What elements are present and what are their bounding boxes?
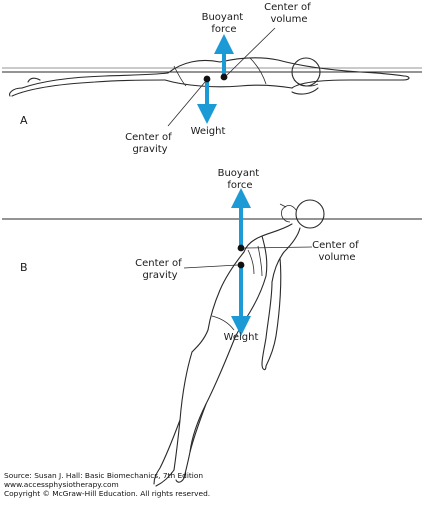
center-of-volume-point-b xyxy=(237,244,245,252)
center-of-volume-label-a: Center of volume xyxy=(264,2,314,25)
buoyant-force-label-a: Buoyant force xyxy=(202,12,247,35)
panel-letter-b: B xyxy=(20,261,28,274)
center-of-volume-label-b: Center of volume xyxy=(312,240,362,263)
copyright-notice: Copyright © McGraw-Hill Education. All r… xyxy=(4,489,211,498)
center-of-volume-point-a xyxy=(220,73,228,81)
weight-label-b: Weight xyxy=(224,332,259,343)
panel-b: Buoyant force Center of volume Center of… xyxy=(2,168,422,487)
website-credit[interactable]: www.accessphysiotherapy.com xyxy=(4,480,119,489)
buoyant-force-label-b: Buoyant force xyxy=(218,168,263,191)
center-of-gravity-label-a: Center of gravity xyxy=(125,132,175,155)
source-credit: Source: Susan J. Hall: Basic Biomechanic… xyxy=(4,471,204,480)
swimmer-horizontal xyxy=(8,57,410,97)
center-of-gravity-point-a xyxy=(203,75,211,83)
center-of-gravity-label-b: Center of gravity xyxy=(135,258,185,281)
panel-letter-a: A xyxy=(20,114,28,127)
center-of-gravity-point-b xyxy=(237,261,245,269)
weight-label-a: Weight xyxy=(191,126,226,137)
panel-a: Buoyant force Center of volume Center of… xyxy=(2,2,422,155)
